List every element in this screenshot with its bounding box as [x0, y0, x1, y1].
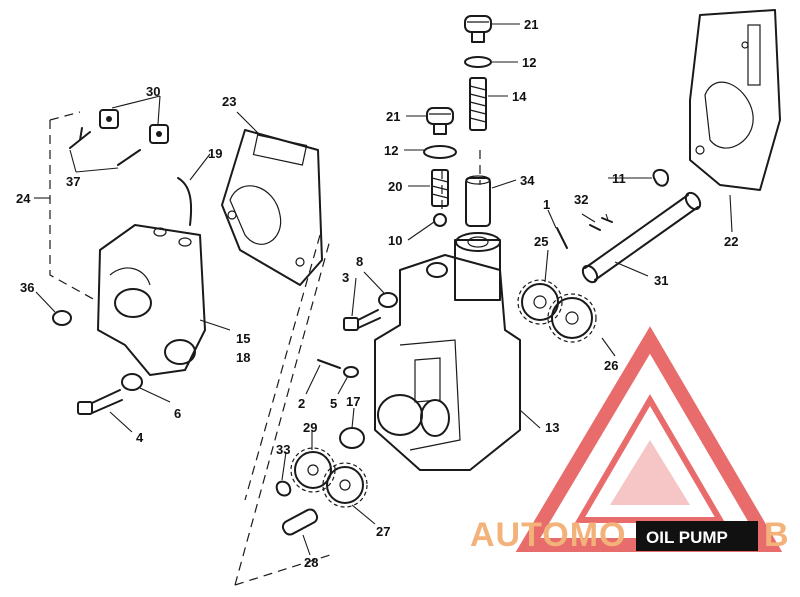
callout-23: 23 — [222, 94, 236, 109]
hose-19 — [177, 177, 193, 226]
callout-4: 4 — [136, 430, 144, 445]
leader-lines — [34, 23, 733, 556]
clip-33 — [275, 480, 292, 497]
callout-13: 13 — [545, 420, 559, 435]
callout-36: 36 — [20, 280, 34, 295]
callout-34: 34 — [520, 173, 535, 188]
gear-25 — [517, 279, 563, 325]
spring-14 — [469, 77, 487, 131]
callout-2: 2 — [298, 396, 305, 411]
plug-21-mid — [426, 107, 454, 135]
bushing-17 — [339, 427, 365, 449]
callout-10: 10 — [388, 233, 402, 248]
o-ring-12-top — [464, 56, 492, 68]
watermark-brand-right: B — [764, 516, 790, 554]
callout-19: 19 — [208, 146, 222, 161]
ball-10 — [433, 213, 447, 227]
callout-20: 20 — [388, 179, 402, 194]
pump-body — [374, 232, 521, 471]
callout-5: 5 — [330, 396, 337, 411]
callout-28: 28 — [304, 555, 318, 570]
assembly-guide-lines — [49, 111, 481, 586]
washer-6 — [121, 373, 143, 391]
callout-12-mid: 12 — [384, 143, 398, 158]
callout-27: 27 — [376, 524, 390, 539]
oil-pump-badge: OIL PUMP — [636, 521, 758, 551]
callout-26: 26 — [604, 358, 618, 373]
shaft-31 — [581, 191, 702, 284]
washer-8 — [378, 292, 398, 308]
callout-33: 33 — [276, 442, 290, 457]
callout-29: 29 — [303, 420, 317, 435]
screw-2 — [317, 359, 341, 369]
callout-30: 30 — [146, 84, 160, 99]
callout-3: 3 — [342, 270, 349, 285]
callout-labels: 21 12 14 21 12 20 34 10 11 32 1 25 26 31… — [16, 17, 738, 570]
callout-8: 8 — [356, 254, 363, 269]
gear-27 — [322, 462, 368, 508]
callout-15: 15 — [236, 331, 250, 346]
key-32 — [589, 217, 613, 231]
gear-26 — [547, 293, 597, 343]
callout-12-top: 12 — [522, 55, 536, 70]
callout-14: 14 — [512, 89, 527, 104]
bolt-4 — [77, 389, 123, 415]
callout-37: 37 — [66, 174, 80, 189]
o-ring-12-mid — [423, 145, 457, 159]
pump-cover — [97, 224, 206, 376]
watermark-logo — [515, 326, 783, 552]
callout-11: 11 — [612, 171, 626, 186]
gasket-right — [689, 9, 781, 191]
plug-21-top — [464, 15, 492, 43]
washer-5 — [343, 366, 359, 378]
callout-25: 25 — [534, 234, 548, 249]
spring-20 — [431, 169, 449, 207]
callout-21-top: 21 — [524, 17, 538, 32]
callout-17: 17 — [346, 394, 360, 409]
callout-18: 18 — [236, 350, 250, 365]
callout-32: 32 — [574, 192, 588, 207]
sleeve-34 — [465, 175, 491, 227]
bolt-3 — [343, 309, 381, 331]
badge-label: OIL PUMP — [646, 528, 728, 547]
gasket-left — [221, 129, 323, 286]
pin-28 — [281, 508, 319, 536]
callout-21-mid: 21 — [386, 109, 400, 124]
callout-6: 6 — [174, 406, 181, 421]
fitting-30 — [99, 109, 169, 144]
watermark-text: AUTOMO B — [470, 516, 790, 554]
screw-36 — [52, 310, 72, 326]
callout-22: 22 — [724, 234, 738, 249]
pin-1 — [556, 227, 568, 249]
callout-1: 1 — [543, 197, 550, 212]
callout-24: 24 — [16, 191, 31, 206]
clip-11 — [652, 169, 669, 187]
fitting-37 — [69, 127, 141, 166]
callout-31: 31 — [654, 273, 668, 288]
watermark-brand-left: AUTOMO — [470, 516, 626, 554]
